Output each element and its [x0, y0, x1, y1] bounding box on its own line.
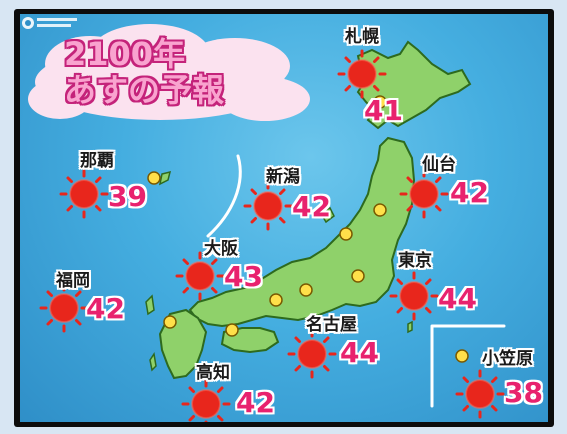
city-marker-naha — [147, 171, 161, 185]
okinawa-divider-line — [206, 154, 242, 238]
honshu-island — [188, 136, 416, 328]
temperature-ogasawara: 38 — [504, 376, 543, 409]
title-line-1: 2100年 — [64, 35, 186, 73]
sun-icon — [175, 251, 225, 301]
ogasawara-divider-line — [430, 324, 506, 408]
city-marker-sapporo — [373, 95, 387, 109]
sun-icon — [39, 283, 89, 333]
city-label-naha: 那覇 — [80, 151, 114, 171]
city-markers — [147, 95, 469, 363]
city-marker-tokyo — [351, 269, 365, 283]
temperature-fukuoka: 42 — [86, 292, 125, 325]
temperature-naha: 39 — [108, 180, 147, 213]
amami-islands — [149, 352, 157, 372]
city-marker-osaka — [269, 293, 283, 307]
city-label-tokyo: 東京 — [398, 251, 432, 271]
forecast-title: 2100年 あすの予報 — [64, 36, 224, 108]
sun-icon — [59, 169, 109, 219]
city-label-sendai: 仙台 — [422, 155, 456, 175]
title-cloud — [28, 24, 310, 121]
sun-icon — [287, 329, 337, 379]
city-label-niigata: 新潟 — [266, 167, 300, 187]
city-label-sapporo: 札幌 — [345, 27, 379, 47]
city-marker-kochi — [225, 323, 239, 337]
sun-icon — [389, 271, 439, 321]
okinawa-island — [158, 170, 172, 186]
city-label-ogasawara: 小笠原 — [482, 349, 533, 369]
sun-icon — [455, 369, 505, 419]
tsushima-island — [145, 294, 155, 316]
sado-island — [318, 207, 335, 224]
city-marker-ogasawara — [455, 349, 469, 363]
city-marker-sendai — [373, 203, 387, 217]
sun-icon — [243, 181, 293, 231]
temperature-kochi: 42 — [236, 386, 275, 419]
temperature-sapporo: 41 — [364, 94, 403, 127]
map-graphics — [28, 24, 506, 422]
weather-map: 2100年 あすの予報 札幌 41 那覇 39 新潟 42 仙台 42 大阪 4… — [20, 14, 548, 422]
city-label-nagoya: 名古屋 — [306, 315, 357, 335]
temperature-tokyo: 44 — [438, 282, 477, 315]
hokkaido-island — [356, 40, 472, 130]
temperature-niigata: 42 — [292, 190, 331, 223]
organization-logo — [22, 17, 77, 29]
sun-icon — [181, 379, 231, 422]
title-line-2: あすの予報 — [64, 71, 225, 109]
temperature-sendai: 42 — [450, 176, 489, 209]
city-marker-nagoya — [299, 283, 313, 297]
city-label-kochi: 高知 — [196, 363, 230, 383]
city-label-osaka: 大阪 — [204, 239, 238, 259]
city-marker-niigata — [339, 227, 353, 241]
temperature-nagoya: 44 — [340, 336, 379, 369]
temperature-osaka: 43 — [224, 260, 263, 293]
city-marker-fukuoka — [163, 315, 177, 329]
izu-islands — [407, 320, 413, 334]
city-label-fukuoka: 福岡 — [56, 271, 90, 291]
